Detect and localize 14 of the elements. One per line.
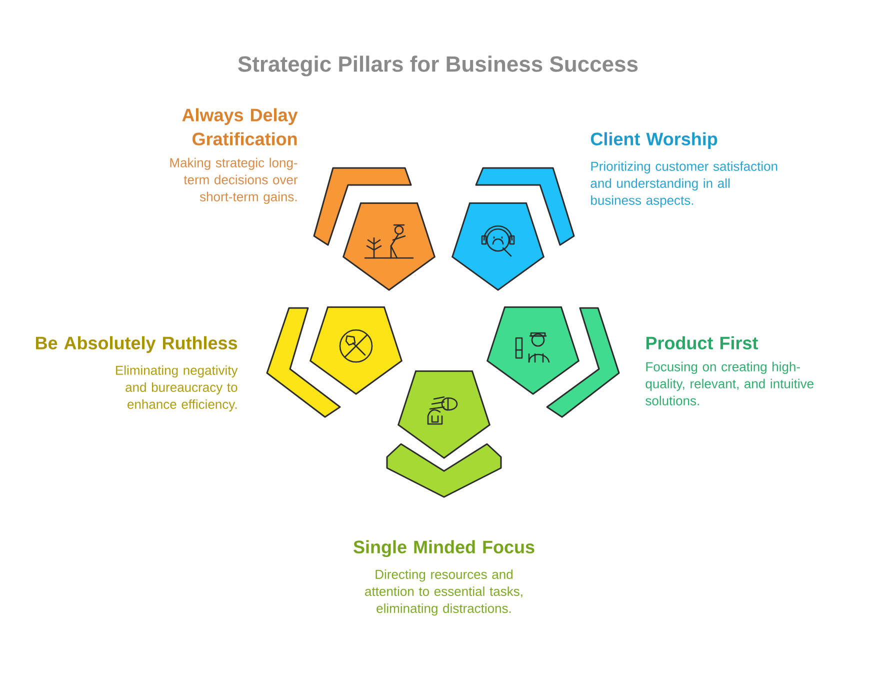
heading: Product First — [646, 336, 758, 350]
title: Strategic Pillars for Business Success — [238, 56, 638, 76]
heading: Single Minded Focus — [354, 540, 534, 558]
pillar-drawing — [313, 167, 436, 291]
heading: Be Absolutely Ruthless — [36, 336, 238, 353]
description: Prioritizing customer satisfaction and understanding in all business aspects. — [590, 161, 778, 208]
description: Eliminating negativity and bureaucracy to enhance efficiency. — [116, 365, 238, 412]
description: Making strategic long-term decisions over short-term gains. — [170, 158, 298, 204]
pillar-drawing — [266, 306, 403, 418]
heading: Client Worship — [590, 132, 718, 149]
heading: Always Delay Gratification — [182, 108, 298, 146]
pillar-drawing — [386, 370, 502, 498]
description: Directing resources and attention to essential tasks, eliminating distractions. — [365, 569, 522, 616]
description: Focusing on creating high-quality, relevant, and intuitive solutions. — [646, 362, 814, 406]
